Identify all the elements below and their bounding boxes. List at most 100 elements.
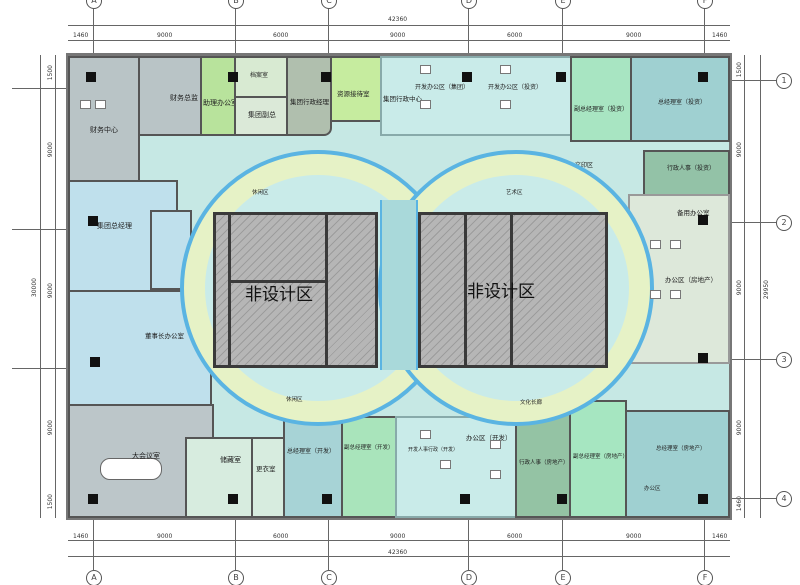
dim-bottom-1: 9000 bbox=[157, 533, 173, 540]
room-label: 总经理室（房地产） bbox=[656, 446, 706, 452]
grid-bubble-d-bottom: D bbox=[461, 570, 477, 585]
grid-bubble-a-bottom: A bbox=[86, 570, 102, 585]
grid-line-1-left bbox=[12, 88, 68, 89]
grid-bubble-d-top: D bbox=[461, 0, 477, 9]
dim-top-5: 9000 bbox=[626, 32, 642, 39]
room-gm-dev[interactable] bbox=[283, 410, 343, 518]
grid-line-d-bottom bbox=[468, 518, 469, 570]
dim-top-3: 9000 bbox=[390, 32, 406, 39]
grid-line-2 bbox=[730, 222, 776, 223]
room-label: 更衣室 bbox=[256, 465, 276, 473]
room-label: 备用办公室 bbox=[677, 209, 710, 217]
room-label: 董事长办公室 bbox=[145, 332, 184, 340]
room-label: 开发人事行政（开发） bbox=[408, 447, 459, 453]
non-design-core-right bbox=[418, 212, 608, 368]
structural-column bbox=[698, 353, 708, 363]
grid-line-f-top bbox=[704, 8, 705, 55]
structural-column bbox=[228, 72, 238, 82]
room-vp-dev[interactable] bbox=[341, 416, 397, 518]
grid-bubble-b-bottom: B bbox=[228, 570, 244, 585]
core-wall bbox=[325, 212, 328, 368]
desk bbox=[500, 65, 511, 74]
room-label: 档案室 bbox=[250, 72, 269, 79]
room-label: 副总经理室（房地产） bbox=[573, 454, 629, 460]
dim-bottom-5: 9000 bbox=[626, 533, 642, 540]
grid-bubble-e-top: E bbox=[555, 0, 571, 9]
dim-right-3: 9000 bbox=[736, 420, 743, 436]
structural-column bbox=[556, 72, 566, 82]
structural-column bbox=[698, 494, 708, 504]
grid-line-d-top bbox=[468, 8, 469, 55]
room-gm-invest[interactable] bbox=[630, 56, 730, 142]
dim-bottom-4: 6000 bbox=[507, 533, 523, 540]
meeting-table bbox=[100, 458, 162, 480]
room-label: 财务总监 bbox=[170, 94, 198, 102]
grid-bubble-3: 3 bbox=[776, 352, 792, 368]
grid-line-c-bottom bbox=[328, 518, 329, 570]
dim-left-0: 1500 bbox=[47, 65, 54, 81]
grid-bubble-2: 2 bbox=[776, 215, 792, 231]
room-label: 开发办公区（投资） bbox=[488, 84, 543, 91]
room-open-office-top[interactable] bbox=[380, 56, 572, 136]
room-office-dev[interactable] bbox=[395, 416, 517, 518]
dim-left-2: 9000 bbox=[47, 283, 54, 299]
structural-column bbox=[86, 72, 96, 82]
grid-line-a-bottom bbox=[93, 518, 94, 570]
grid-bubble-c-top: C bbox=[321, 0, 337, 9]
room-locker[interactable] bbox=[251, 437, 285, 518]
room-finance-director[interactable] bbox=[138, 56, 202, 136]
grid-line-3-left bbox=[12, 368, 68, 369]
room-storage[interactable] bbox=[185, 437, 253, 518]
grid-line-c-top bbox=[328, 8, 329, 55]
dim-right-1: 9000 bbox=[736, 142, 743, 158]
structural-column bbox=[462, 72, 472, 82]
grid-bubble-f-top: F bbox=[697, 0, 713, 9]
room-finance-center[interactable] bbox=[68, 56, 140, 182]
grid-line-2-left bbox=[12, 229, 68, 230]
dim-left-1: 9000 bbox=[47, 142, 54, 158]
room-assistant-office[interactable] bbox=[200, 56, 236, 136]
structural-column bbox=[557, 494, 567, 504]
grid-bubble-1: 1 bbox=[776, 73, 792, 89]
room-gm-realestate[interactable] bbox=[625, 410, 730, 518]
grid-bubble-4: 4 bbox=[776, 491, 792, 507]
structural-column bbox=[698, 215, 708, 225]
room-label: 文印区 bbox=[575, 162, 594, 169]
dimension-line-right bbox=[744, 55, 745, 518]
room-label: 行政人事（投资） bbox=[667, 165, 716, 172]
zone-label: 休闲区 bbox=[286, 397, 303, 403]
dim-bottom-2: 6000 bbox=[273, 533, 289, 540]
non-design-label: 非设计区 bbox=[467, 282, 535, 302]
core-wall bbox=[231, 280, 325, 283]
dim-left-3: 9000 bbox=[47, 420, 54, 436]
structural-column bbox=[460, 494, 470, 504]
dim-top-2: 6000 bbox=[273, 32, 289, 39]
room-group-admin-manager[interactable] bbox=[286, 56, 332, 136]
dimension-line-total-top bbox=[68, 25, 730, 26]
dim-right-0: 1500 bbox=[736, 62, 743, 78]
dim-top-6: 1460 bbox=[712, 32, 728, 39]
room-label: 大会议室 bbox=[132, 452, 160, 460]
desk bbox=[500, 100, 511, 109]
room-hr-invest[interactable] bbox=[643, 150, 730, 196]
dim-right-2: 9000 bbox=[736, 280, 743, 296]
zone-label: 艺术区 bbox=[506, 190, 523, 196]
room-label: 集团总经理 bbox=[97, 222, 132, 230]
dim-bottom-0: 1460 bbox=[73, 533, 89, 540]
room-label: 办公区（开发） bbox=[466, 434, 512, 442]
dimension-total-top: 42360 bbox=[388, 16, 408, 23]
central-corridor bbox=[380, 200, 418, 370]
desk bbox=[650, 240, 661, 249]
desk bbox=[490, 470, 501, 479]
grid-bubble-c-bottom: C bbox=[321, 570, 337, 585]
structural-column bbox=[698, 72, 708, 82]
zone-label: 休闲区 bbox=[252, 190, 269, 196]
room-label: 集团行政经理 bbox=[290, 98, 329, 106]
core-wall bbox=[464, 212, 467, 368]
dim-bottom-6: 1460 bbox=[712, 533, 728, 540]
desk bbox=[95, 100, 106, 109]
room-vp-invest[interactable] bbox=[570, 56, 632, 142]
grid-line-e-bottom bbox=[562, 518, 563, 570]
desk bbox=[670, 290, 681, 299]
